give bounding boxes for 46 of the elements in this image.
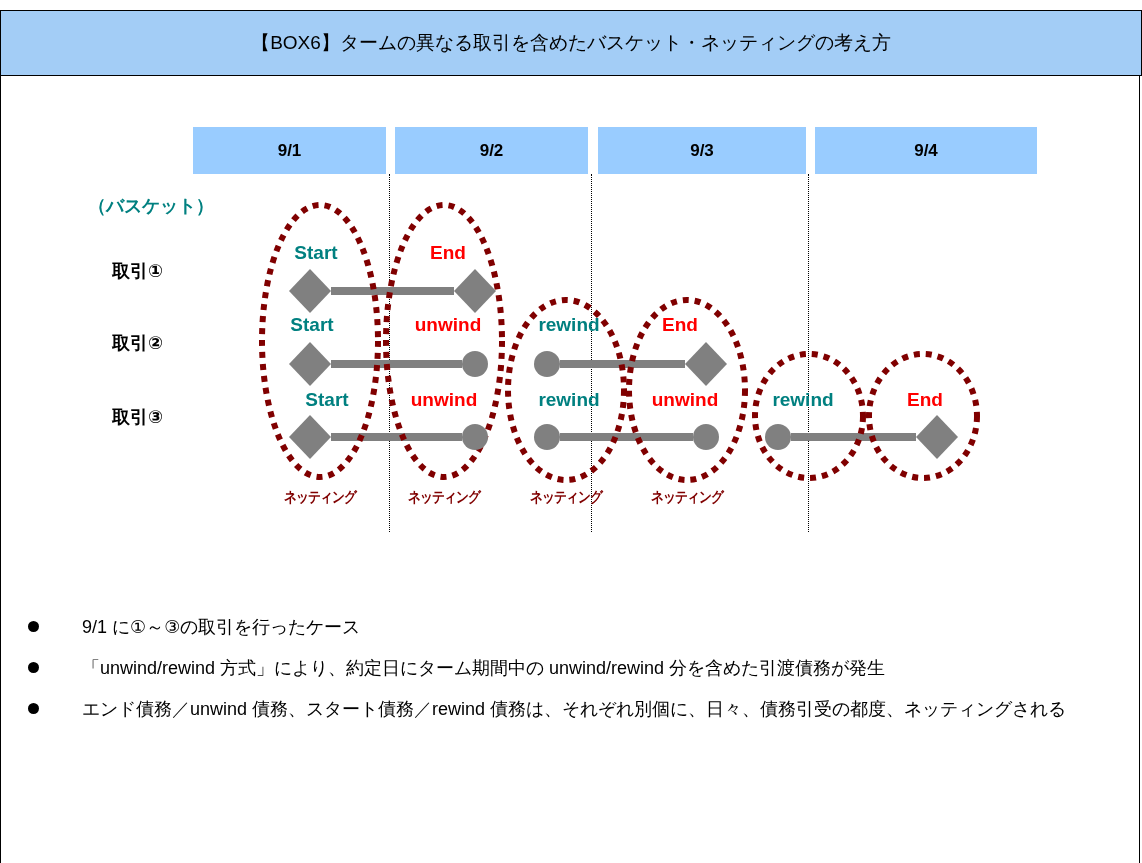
trade-label: 取引① xyxy=(112,260,164,283)
point-label: unwind xyxy=(651,389,719,411)
point-label: End xyxy=(662,314,698,336)
dotted-oval xyxy=(382,201,506,481)
point-label: Start xyxy=(290,314,334,336)
point-label: End xyxy=(430,242,466,264)
netting-label: ネッティング xyxy=(651,488,723,507)
connector-line xyxy=(560,433,693,441)
trade-label: 取引② xyxy=(112,332,164,355)
date-header: 9/1 xyxy=(193,127,386,174)
diamond-marker xyxy=(684,342,728,386)
bullet-text: 9/1 に①～③の取引を行ったケース xyxy=(82,616,361,639)
trade-label: 取引③ xyxy=(112,406,164,429)
diamond-marker xyxy=(288,415,332,459)
point-label: Start xyxy=(294,242,338,264)
title-bar: 【BOX6】タームの異なる取引を含めたバスケット・ネッティングの考え方 xyxy=(0,10,1142,76)
point-label: rewind xyxy=(772,389,834,411)
diamond-marker xyxy=(288,269,332,313)
dotted-oval xyxy=(865,350,981,482)
dotted-oval xyxy=(258,201,382,481)
netting-label: ネッティング xyxy=(530,488,602,507)
netting-label: ネッティング xyxy=(284,488,356,507)
diamond-marker xyxy=(288,342,332,386)
point-label: End xyxy=(907,389,943,411)
point-label: Start xyxy=(305,389,349,411)
netting-label: ネッティング xyxy=(408,488,480,507)
connector-line xyxy=(331,360,462,368)
point-label: unwind xyxy=(414,314,482,336)
connector-line xyxy=(791,433,916,441)
dotted-oval xyxy=(504,296,628,484)
connector-line xyxy=(331,287,454,295)
group-label: （バスケット） xyxy=(88,195,214,218)
date-header: 9/3 xyxy=(598,127,806,174)
date-header: 9/4 xyxy=(815,127,1037,174)
dotted-oval xyxy=(625,296,749,484)
diamond-marker xyxy=(915,415,959,459)
bullet-text: エンド債務／unwind 債務、スタート債務／rewind 債務は、それぞれ別個に、日々、債務引受の都度、ネッティングされる xyxy=(82,698,1067,721)
point-label: rewind xyxy=(538,389,600,411)
dotted-oval xyxy=(751,350,867,482)
connector-line xyxy=(331,433,462,441)
date-header: 9/2 xyxy=(395,127,588,174)
diamond-marker xyxy=(453,269,497,313)
bullet-text: 「unwind/rewind 方式」により、約定日にターム期間中の unwind/rewind 分を含めた引渡債務が発生 xyxy=(82,657,886,680)
point-label: rewind xyxy=(538,314,600,336)
connector-line xyxy=(560,360,685,368)
point-label: unwind xyxy=(410,389,478,411)
